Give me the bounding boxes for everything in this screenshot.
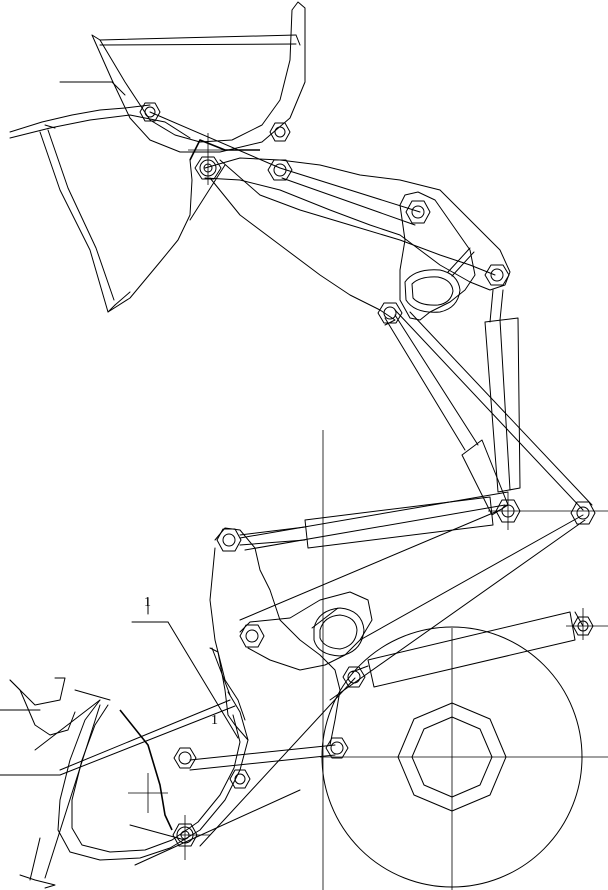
pin [139, 102, 161, 122]
pin [570, 501, 596, 525]
lowered-lift-cylinder [239, 496, 494, 549]
raised-links [149, 111, 421, 226]
labels: 1 1 [144, 595, 218, 728]
pivot-pins [139, 102, 596, 847]
pin [216, 528, 242, 552]
pin [172, 823, 198, 847]
raised-rocker [399, 191, 476, 321]
lowered-boom [209, 491, 586, 746]
pin [572, 616, 594, 636]
pin [267, 159, 293, 181]
label-raised-index: 1 [211, 713, 218, 728]
pin [342, 666, 366, 688]
pin [229, 769, 251, 789]
raised-tilt-cylinder [384, 309, 593, 516]
center-lines [128, 133, 608, 890]
pin [239, 624, 265, 648]
lowered-tilt-cylinder [351, 611, 584, 688]
wheel-hub-inner [411, 716, 493, 798]
pin [405, 200, 431, 224]
pin [495, 499, 521, 523]
raised-lift-cylinder [484, 289, 521, 493]
pin [194, 156, 222, 180]
label-lowered-index: 1 [144, 595, 151, 610]
lowered-rocker [239, 591, 373, 671]
wheel-hub-outer [397, 702, 507, 812]
pin [325, 737, 349, 759]
lowered-position [0, 491, 586, 889]
raised-bucket [9, 1, 306, 313]
lowered-bucket [0, 597, 356, 889]
front-wheel [321, 626, 583, 888]
raised-position [9, 1, 593, 516]
pin [173, 747, 197, 769]
pin [269, 122, 291, 142]
pin [377, 302, 403, 324]
pin [484, 264, 510, 286]
